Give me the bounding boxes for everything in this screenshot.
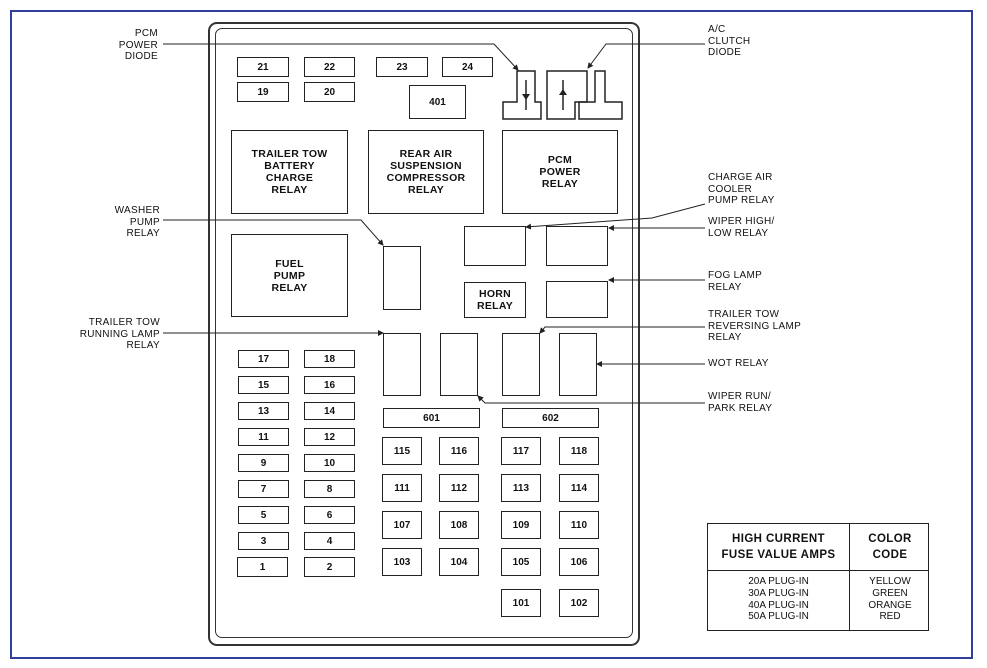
- fuse-5[interactable]: 5: [238, 506, 289, 524]
- legend-color-column: YELLOW GREEN ORANGE RED: [850, 576, 930, 623]
- fuse-4[interactable]: 4: [304, 532, 355, 550]
- fuse-22[interactable]: 22: [304, 57, 355, 77]
- fuse-16[interactable]: 16: [304, 376, 355, 394]
- callout-trailer-tow-reversing-lamp-relay: TRAILER TOW REVERSING LAMP RELAY: [708, 309, 802, 343]
- fuse-9[interactable]: 9: [238, 454, 289, 472]
- fog-lamp-relay-slot[interactable]: [546, 281, 608, 318]
- fuse-401[interactable]: 401: [409, 85, 466, 119]
- callout-pcm-power-diode: PCM POWER DIODE: [118, 28, 158, 62]
- fuse-114[interactable]: 114: [559, 474, 599, 502]
- fuse-20[interactable]: 20: [304, 82, 355, 102]
- legend-color-value: GREEN: [872, 587, 908, 599]
- legend-amp-value: 30A PLUG-IN: [748, 587, 809, 599]
- wot-relay-slot[interactable]: [559, 333, 597, 396]
- fuse-116[interactable]: 116: [439, 437, 479, 465]
- fuse-601[interactable]: 601: [383, 408, 480, 428]
- legend-color-value: YELLOW: [869, 576, 911, 587]
- fuse-15[interactable]: 15: [238, 376, 289, 394]
- washer-pump-relay-slot[interactable]: [383, 246, 421, 310]
- rear-air-suspension-compressor-relay[interactable]: REAR AIR SUSPENSION COMPRESSOR RELAY: [368, 130, 484, 214]
- fuse-color-legend: HIGH CURRENT FUSE VALUE AMPS COLOR CODE …: [707, 523, 929, 631]
- fuse-18[interactable]: 18: [304, 350, 355, 368]
- fuse-109[interactable]: 109: [501, 511, 541, 539]
- fuse-118[interactable]: 118: [559, 437, 599, 465]
- horn-relay[interactable]: HORN RELAY: [464, 282, 526, 318]
- legend-amp-value: 50A PLUG-IN: [748, 611, 809, 623]
- fuse-13[interactable]: 13: [238, 402, 289, 420]
- callout-fog-lamp-relay: FOG LAMP RELAY: [708, 270, 763, 293]
- fuse-6[interactable]: 6: [304, 506, 355, 524]
- legend-header-amps: HIGH CURRENT FUSE VALUE AMPS: [721, 533, 836, 561]
- legend-amp-value: 40A PLUG-IN: [748, 599, 809, 611]
- fuse-14[interactable]: 14: [304, 402, 355, 420]
- callout-ac-clutch-diode: A/C CLUTCH DIODE: [708, 24, 751, 58]
- fuse-107[interactable]: 107: [382, 511, 422, 539]
- callout-washer-pump-relay: WASHER PUMP RELAY: [114, 205, 160, 239]
- trailer-tow-reversing-lamp-relay-slot[interactable]: [502, 333, 540, 396]
- fuse-103[interactable]: 103: [382, 548, 422, 576]
- fuse-106[interactable]: 106: [559, 548, 599, 576]
- fuse-11[interactable]: 11: [238, 428, 289, 446]
- fuse-10[interactable]: 10: [304, 454, 355, 472]
- fuel-pump-relay[interactable]: FUEL PUMP RELAY: [231, 234, 348, 317]
- pcm-power-relay[interactable]: PCM POWER RELAY: [502, 130, 618, 214]
- charge-air-cooler-pump-relay-slot[interactable]: [464, 226, 526, 266]
- fuse-105[interactable]: 105: [501, 548, 541, 576]
- callout-wot-relay: WOT RELAY: [708, 358, 769, 369]
- wiper-high-low-relay-slot[interactable]: [546, 226, 608, 266]
- fuse-3[interactable]: 3: [238, 532, 289, 550]
- fuse-112[interactable]: 112: [439, 474, 479, 502]
- fuse-24[interactable]: 24: [442, 57, 493, 77]
- fuse-21[interactable]: 21: [237, 57, 289, 77]
- fuse-2[interactable]: 2: [304, 557, 355, 577]
- fuse-1[interactable]: 1: [237, 557, 288, 577]
- callout-wiper-run-park-relay: WIPER RUN/ PARK RELAY: [708, 391, 773, 414]
- legend-color-value: ORANGE: [868, 599, 912, 611]
- diode-symbol: [522, 89, 567, 100]
- legend-amps-column: 20A PLUG-IN 30A PLUG-IN 40A PLUG-IN 50A …: [708, 576, 849, 623]
- fuse-117[interactable]: 117: [501, 437, 541, 465]
- callout-trailer-tow-running-lamp-relay: TRAILER TOW RUNNING LAMP RELAY: [79, 317, 160, 351]
- callout-charge-air-cooler-pump-relay: CHARGE AIR COOLER PUMP RELAY: [708, 172, 775, 206]
- callout-wiper-high-low-relay: WIPER HIGH/ LOW RELAY: [708, 216, 775, 239]
- trailer-tow-running-lamp-relay-slot[interactable]: [383, 333, 421, 396]
- trailer-tow-battery-charge-relay[interactable]: TRAILER TOW BATTERY CHARGE RELAY: [231, 130, 348, 214]
- legend-divider-horizontal: [708, 570, 928, 571]
- legend-header-color: COLOR CODE: [868, 533, 912, 561]
- fuse-602[interactable]: 602: [502, 408, 599, 428]
- fuse-113[interactable]: 113: [501, 474, 541, 502]
- fuse-17[interactable]: 17: [238, 350, 289, 368]
- fuse-115[interactable]: 115: [382, 437, 422, 465]
- fuse-box-outline: [208, 22, 640, 646]
- fuse-104[interactable]: 104: [439, 548, 479, 576]
- outer-frame: [10, 10, 973, 659]
- fuse-111[interactable]: 111: [382, 474, 422, 502]
- legend-color-value: RED: [879, 611, 901, 623]
- wiper-run-park-relay-slot[interactable]: [440, 333, 478, 396]
- fuse-23[interactable]: 23: [376, 57, 428, 77]
- fuse-12[interactable]: 12: [304, 428, 355, 446]
- fuse-8[interactable]: 8: [304, 480, 355, 498]
- fuse-102[interactable]: 102: [559, 589, 599, 617]
- fuse-7[interactable]: 7: [238, 480, 289, 498]
- fuse-110[interactable]: 110: [559, 511, 599, 539]
- fuse-108[interactable]: 108: [439, 511, 479, 539]
- legend-amp-value: 20A PLUG-IN: [748, 576, 809, 587]
- fuse-101[interactable]: 101: [501, 589, 541, 617]
- fuse-19[interactable]: 19: [237, 82, 289, 102]
- legend-divider-vertical: [849, 524, 850, 630]
